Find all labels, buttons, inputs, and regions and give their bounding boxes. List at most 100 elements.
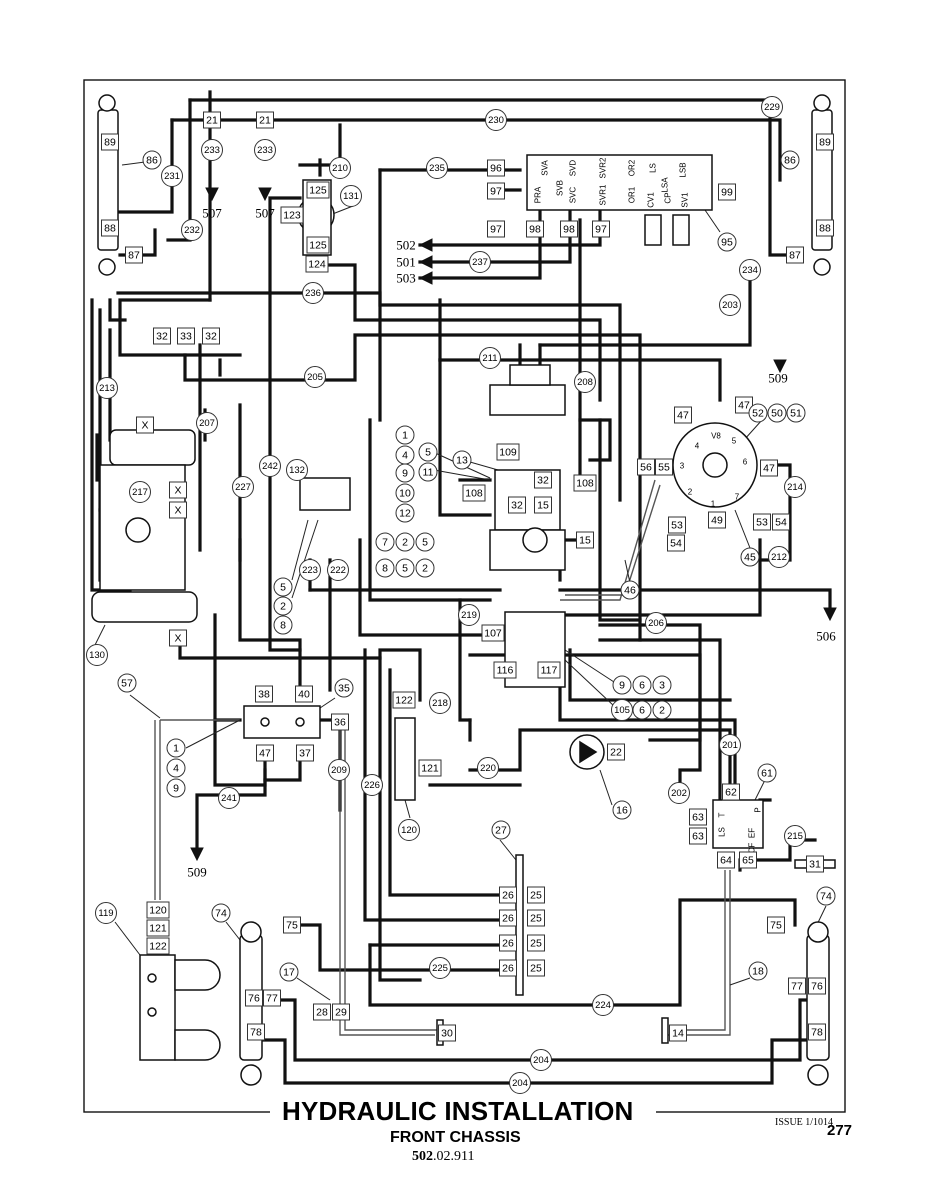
code-bold: 502 (412, 1149, 433, 1164)
hose-line (118, 298, 242, 357)
hose-line (368, 418, 492, 602)
cylinder-eye (98, 258, 116, 276)
hose-line (118, 118, 174, 214)
valve-port-label: SVR1 (599, 184, 608, 205)
hose-line (170, 118, 782, 182)
hose-line (378, 648, 422, 982)
block-port (260, 717, 270, 727)
part-number-text: 26 (502, 963, 514, 975)
callout-circle (86, 644, 108, 666)
issue-label: ISSUE 1/1014 (775, 1117, 834, 1128)
part-number-text: 33 (180, 331, 192, 343)
leader-line (499, 839, 517, 861)
callout-circle (334, 678, 354, 698)
part-number-box (576, 531, 594, 549)
part-number-box (499, 886, 517, 904)
part-number-text: 25 (530, 890, 542, 902)
cylinder-eye (240, 921, 262, 943)
callout-circle (574, 371, 596, 393)
callout-circle (299, 559, 321, 581)
block-port-label: LS (718, 827, 727, 837)
part-number-text: 32 (511, 500, 523, 512)
callout-text: 220 (480, 763, 496, 774)
part-number-box (655, 458, 673, 476)
callout-circle (761, 96, 783, 118)
valve-port-label: SVB (556, 180, 565, 196)
lift-cylinder (806, 934, 830, 1061)
callout-circle (645, 612, 667, 634)
manifold-27 (515, 854, 524, 996)
title-mask (270, 1098, 656, 1128)
callout-text: 2 (402, 537, 408, 549)
leader-line (94, 624, 106, 646)
coupler-port (147, 1007, 157, 1017)
callout-text: 86 (784, 155, 796, 167)
valve-port-label: SV1 (681, 192, 690, 208)
diagram-subtitle: FRONT CHASSIS (390, 1129, 521, 1146)
part-number-box (527, 909, 545, 927)
valve-port-label: SVA (541, 160, 550, 176)
coupler-upper (174, 959, 221, 991)
part-number-text: 98 (529, 224, 541, 236)
part-number-text: 89 (819, 137, 831, 149)
callout-circle (748, 403, 768, 423)
cylinder-eye (813, 258, 831, 276)
callout-circle (340, 185, 362, 207)
callout-circle (652, 700, 672, 720)
valve-port-label: LSB (679, 162, 688, 177)
block-port-label: T (718, 812, 727, 817)
callout-circle (784, 825, 806, 847)
part-number-text: 56 (640, 462, 652, 474)
part-number-text: 63 (692, 812, 704, 824)
diagram-code: 502.02.911 (412, 1149, 474, 1165)
hose-line (548, 538, 762, 617)
part-number-box (526, 220, 544, 238)
destination-label: 507 (202, 206, 222, 221)
leader-line (291, 519, 309, 581)
callout-circle (232, 476, 254, 498)
callout-circle (469, 251, 491, 273)
callout-text: 207 (199, 418, 215, 429)
callout-text: 132 (289, 465, 305, 476)
part-number-text: 96 (490, 163, 502, 175)
part-number-text: 38 (258, 689, 270, 701)
arrow-head (823, 607, 837, 622)
leader-line (129, 694, 161, 719)
callout-circle (429, 692, 451, 714)
arrow-head (773, 359, 787, 374)
part-number-box (637, 458, 655, 476)
callout-text: 226 (364, 780, 380, 791)
callout-text: 5 (402, 563, 408, 575)
callout-circle (196, 412, 218, 434)
dial-mark: 2 (688, 488, 693, 497)
callout-circle (748, 961, 768, 981)
part-number-text: 78 (811, 1027, 823, 1039)
hose-line (538, 278, 752, 347)
callout-text: 2 (422, 563, 428, 575)
callout-circle (201, 139, 223, 161)
callout-circle (458, 604, 480, 626)
control-valve-block (526, 154, 713, 211)
callout-circle (592, 994, 614, 1016)
part-number-box (508, 496, 526, 514)
callout-text: 217 (132, 487, 148, 498)
part-number-box (418, 759, 442, 777)
callout-circle (166, 778, 186, 798)
part-number-box (534, 496, 552, 514)
part-number-box (708, 511, 726, 529)
cylinder-eye (807, 921, 829, 943)
callout-text: 241 (221, 793, 237, 804)
callout-text: 52 (752, 408, 764, 420)
dial-mark: 3 (680, 462, 685, 471)
callout-circle (767, 403, 787, 423)
part-number-text: X (174, 505, 181, 517)
leader-line (564, 649, 615, 683)
pump-upper (109, 429, 196, 466)
callout-text: 3 (659, 680, 665, 692)
hose-line (188, 98, 797, 257)
part-number-box (592, 220, 610, 238)
cylinder-eye (98, 94, 116, 112)
part-number-text: 47 (763, 463, 775, 475)
callout-text: 224 (595, 1000, 611, 1011)
